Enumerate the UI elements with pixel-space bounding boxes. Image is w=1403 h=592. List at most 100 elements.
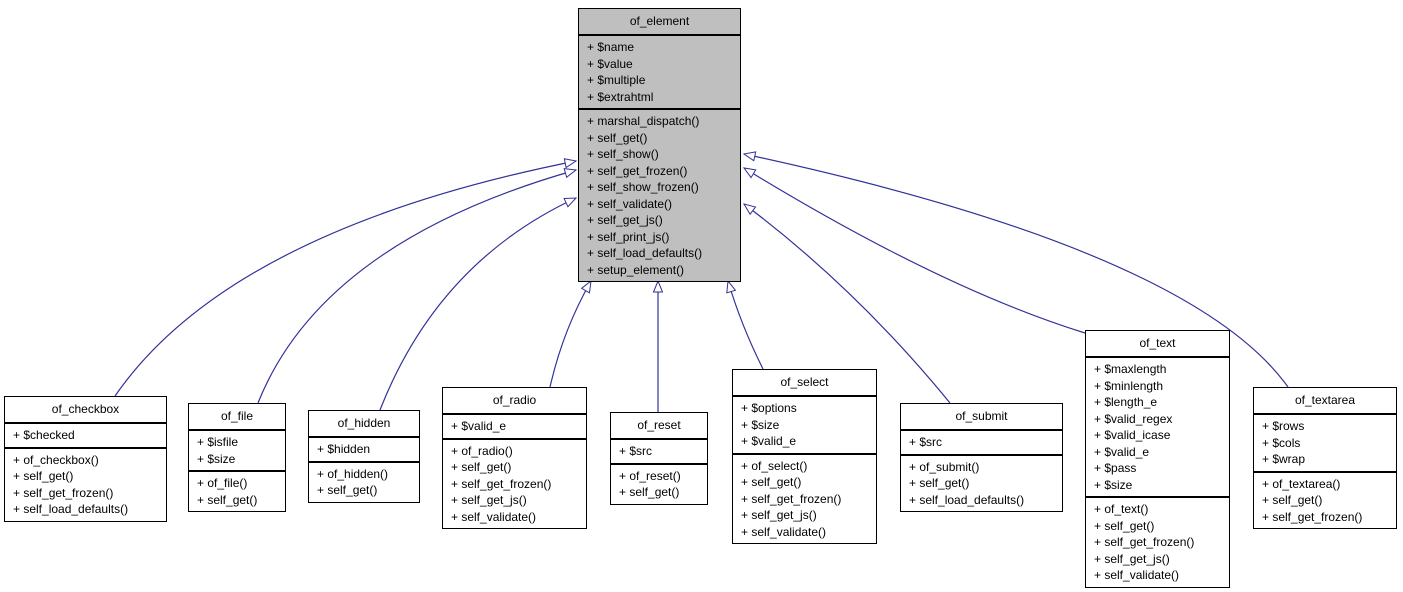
class-box-of_file[interactable]: of_file + $isfile + $size + of_file() + se…: [188, 403, 286, 512]
class-methods-section: + marshal_dispatch() + self_get() + self_s…: [579, 108, 740, 281]
method-row: + of_select(): [741, 458, 808, 473]
inheritance-edge-of_radio-to-of_element: [549, 279, 592, 388]
attribute-row: + $src: [619, 444, 653, 458]
class-methods-section: + of_file() + self_get(): [189, 470, 285, 511]
method-row: + self_get(): [13, 469, 74, 483]
class-box-of_radio[interactable]: of_radio + $valid_e + of_radio() + self_g…: [442, 387, 587, 529]
class-title: of_file: [220, 409, 254, 423]
class-methods-section: + of_textarea() + self_get() + self_get_fr…: [1254, 470, 1396, 529]
attribute-row: + $value: [587, 56, 633, 71]
method-row: + self_show(): [587, 147, 659, 161]
method-row: + of_file(): [197, 476, 248, 490]
method-row: + self_get_frozen(): [1094, 535, 1195, 549]
class-methods-section: + of_text()+ self_get()+ self_get_frozen…: [1086, 496, 1229, 587]
method-row: + of_checkbox(): [13, 452, 99, 467]
inheritance-edge-of_text-to-of_element: [742, 167, 1086, 334]
attribute-row: + $multiple: [587, 73, 646, 87]
inheritance-edge-of_select-to-of_element: [726, 279, 764, 370]
class-attributes-section: + $name + $value + $multiple + $extrahtml: [579, 34, 740, 108]
method-row: + self_load_defaults(): [909, 492, 1025, 507]
class-attributes-section: + $options + $size + $valid_e: [733, 395, 876, 453]
attribute-row: + $hidden: [317, 442, 371, 456]
class-box-of_text[interactable]: of_text + $maxlength + $minlength + $lengt…: [1085, 330, 1230, 588]
class-attributes-section: + $rows + $cols + $wrap: [1254, 413, 1396, 471]
class-title: of_textarea: [1294, 393, 1356, 407]
class-title: of_submit: [955, 409, 1008, 423]
method-row: + of_radio(): [451, 443, 513, 458]
method-row: + self_get(): [909, 476, 970, 490]
attribute-row: + $maxlength: [1094, 362, 1167, 376]
method-row: + self_get(): [197, 492, 258, 507]
attribute-row: + $size: [197, 451, 236, 466]
class-methods-section: + of_radio()+ self_get()+ self_get_froze…: [443, 437, 586, 529]
class-box-of_element[interactable]: of_element + $name+ $value+ $multiple+ $…: [578, 8, 741, 282]
class-methods-section: + of_reset() + self_get(): [611, 462, 707, 504]
attribute-row: + $isfile: [197, 435, 239, 449]
method-row: + self_get_frozen(): [587, 163, 688, 178]
class-box-of_textarea[interactable]: of_textarea + $rows + $cols + $wrap + of_t…: [1253, 387, 1397, 529]
method-row: + marshal_dispatch(): [587, 114, 700, 128]
method-row: + self_get(): [451, 460, 512, 474]
class-attributes-section: + $valid_e: [443, 413, 586, 438]
attribute-row: + $valid_icase: [1094, 428, 1171, 442]
class-title: of_reset: [637, 418, 681, 432]
attribute-row: + $extrahtml: [587, 89, 654, 104]
method-row: + self_get_js(): [451, 493, 527, 507]
method-row: + self_get(): [1094, 518, 1155, 533]
method-row: + self_show_frozen(): [587, 180, 699, 194]
class-title: of_text: [1139, 336, 1176, 350]
method-row: + self_validate(): [451, 509, 537, 524]
method-row: + self_get_frozen(): [13, 485, 114, 500]
class-title: of_radio: [492, 393, 537, 407]
method-row: + self_print_js(): [587, 229, 670, 244]
attribute-row: + $wrap: [1262, 452, 1306, 466]
method-row: + of_hidden(): [317, 466, 389, 481]
attribute-row: + $length_e: [1094, 395, 1158, 409]
class-methods-section: + of_checkbox() + self_get() + self_get_fr…: [5, 446, 166, 521]
inheritance-edge-of_file-to-of_element: [257, 168, 578, 404]
class-attributes-section: + $src: [611, 438, 707, 463]
class-title: of_hidden: [337, 416, 391, 430]
method-row: + self_get_js(): [587, 213, 663, 227]
attribute-row: + $minlength: [1094, 378, 1164, 393]
method-row: + self_get_js(): [1094, 551, 1170, 566]
attribute-row: + $pass: [1094, 461, 1137, 475]
class-attributes-section: + $hidden: [309, 436, 419, 461]
class-attributes-section: + $maxlength + $minlength + $length_e + $va…: [1086, 356, 1229, 496]
class-box-of_submit[interactable]: of_submit + $src + of_submit() + self_get…: [900, 403, 1063, 512]
attribute-row: + $name: [587, 40, 635, 54]
attribute-row: + $valid_e: [451, 419, 507, 433]
class-box-of_select[interactable]: of_select + $options+ $size+ $valid_e + …: [732, 369, 877, 544]
method-row: + setup_element(): [587, 262, 685, 277]
method-row: + self_get(): [317, 483, 378, 497]
attribute-row: + $rows: [1262, 419, 1305, 433]
class-methods-section: + of_select()+ self_get()+ self_get_froz…: [733, 452, 876, 544]
attribute-row: + $options: [741, 401, 797, 415]
class-attributes-section: + $src: [901, 429, 1062, 454]
inheritance-edge-of_hidden-to-of_element: [379, 197, 578, 411]
attribute-row: + $size: [741, 417, 780, 432]
method-row: + self_validate(): [1094, 568, 1180, 582]
class-box-of_checkbox[interactable]: of_checkbox + $checked + of_checkbox()+ …: [4, 396, 167, 522]
class-attributes-section: + $isfile + $size: [189, 429, 285, 470]
class-methods-section: + of_submit() + self_get() + self_load_def…: [901, 453, 1062, 512]
class-box-of_reset[interactable]: of_reset + $src + of_reset() + self_get(): [610, 412, 708, 505]
attribute-row: + $size: [1094, 477, 1133, 492]
inheritance-edge-of_checkbox-to-of_element: [114, 158, 578, 397]
method-row: + self_get(): [587, 130, 648, 145]
class-methods-section: + of_hidden() + self_get(): [309, 460, 419, 502]
method-row: + of_submit(): [909, 459, 980, 474]
method-row: + self_get(): [619, 485, 680, 499]
method-row: + self_get(): [741, 475, 802, 489]
method-row: + self_get(): [1262, 493, 1323, 507]
attribute-row: + $cols: [1262, 435, 1301, 450]
method-row: + self_load_defaults(): [13, 502, 129, 516]
method-row: + of_textarea(): [1262, 476, 1341, 491]
method-row: + self_get_frozen(): [1262, 509, 1363, 524]
method-row: + of_reset(): [619, 468, 681, 483]
class-box-of_hidden[interactable]: of_hidden + $hidden + of_hidden() + self_…: [308, 410, 420, 503]
class-title: of_element: [629, 14, 690, 28]
attribute-row: + $checked: [13, 428, 75, 442]
method-row: + self_load_defaults(): [587, 246, 703, 260]
attribute-row: + $valid_e: [741, 434, 797, 448]
